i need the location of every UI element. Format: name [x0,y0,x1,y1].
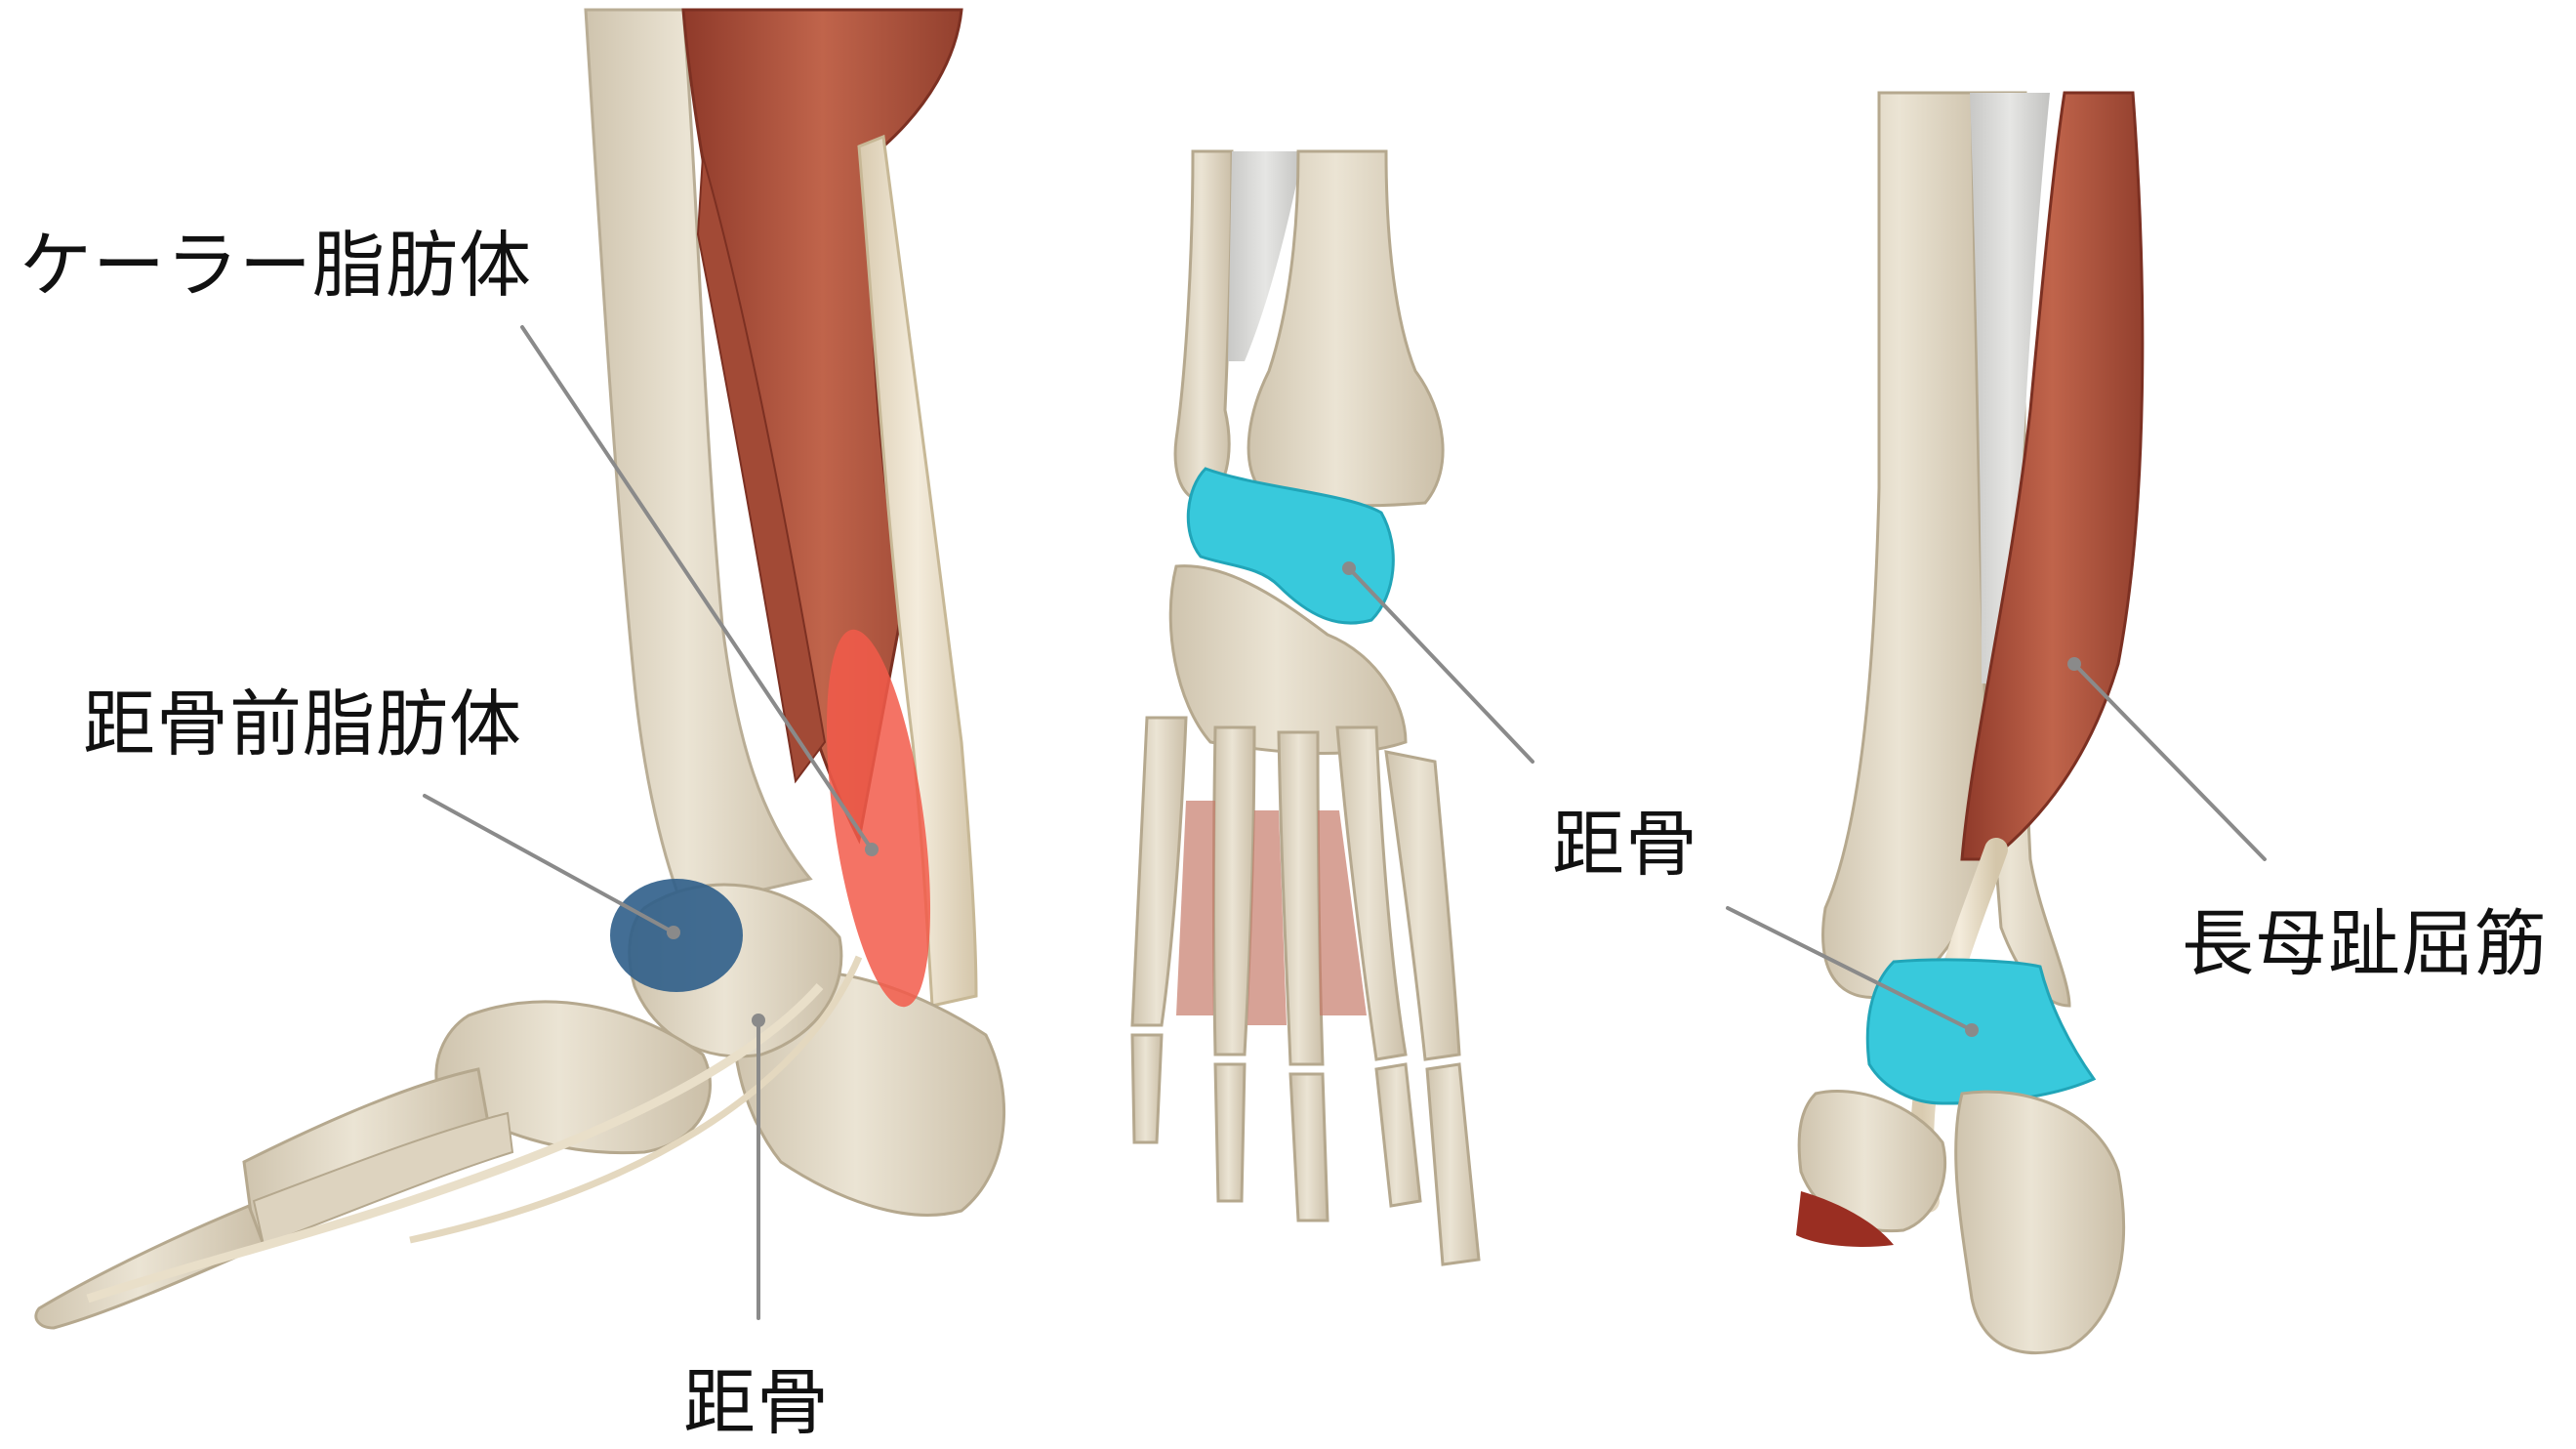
lateral-view [36,10,1004,1328]
calcaneus-posterior [1956,1092,2124,1352]
label-pretalar-fat-pad: 距骨前脂肪体 [83,688,522,761]
label-fhl: 長母趾屈筋 [2182,908,2548,980]
endpoint-fhl [2067,657,2081,671]
label-kager-fat-pad: ケーラー脂肪体 [20,229,532,302]
interossei-anterior [1176,801,1367,1025]
leader-pretalar [425,796,674,932]
anterior-view [1132,151,1479,1264]
fibula-anterior [1175,151,1232,500]
endpoint-pretalar [667,926,680,939]
posterior-view [1796,93,2143,1353]
toe-phalanges-anterior [1132,1035,1479,1264]
toe-phalanges-lateral [36,1206,264,1328]
leader-fhl [2074,664,2265,859]
label-talus-anterior: 距骨 [1552,808,1698,881]
label-talus-lateral: 距骨 [683,1367,830,1439]
tibia-posterior [1823,93,1991,998]
endpoint-talus-right [1965,1023,1979,1037]
endpoint-talus-left [752,1014,765,1027]
endpoint-talus-mid [1342,561,1356,575]
endpoint-kager [865,843,879,856]
